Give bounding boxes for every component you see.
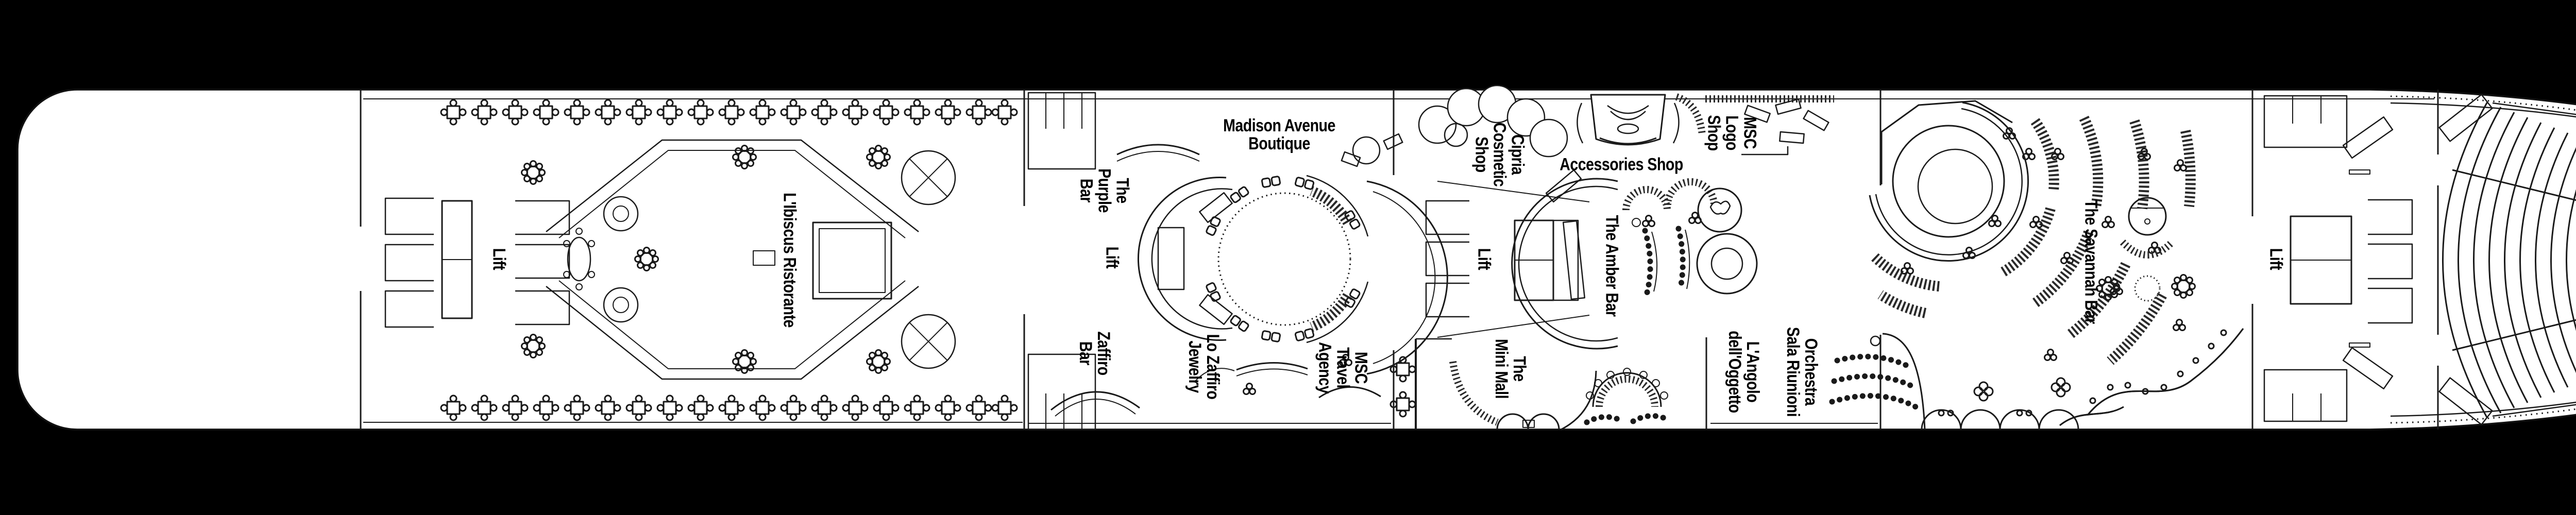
theatre-rows: [2442, 101, 2576, 419]
venue-label-zaffiro-bar: Zaffiro Bar: [1076, 331, 1114, 375]
atrium: [1194, 133, 1448, 399]
forward-lift-lobby: [2263, 95, 2413, 422]
venue-label-orchestra-sala-riunioni: Orchestra Sala Riunioni: [1783, 327, 1821, 417]
venue-label-lift-purple: Lift: [1102, 246, 1122, 269]
amber-zone: [1511, 93, 1834, 430]
venue-label-libiscus-ristorante: L'Ibiscus Ristorante: [779, 193, 800, 328]
cipria-midlobby-zone: [1389, 84, 1597, 431]
venue-label-madison-avenue-boutique: Madison Avenue Boutique: [1223, 115, 1335, 153]
ristorante-area: [440, 99, 1018, 421]
atrium-display-stands: [1206, 176, 1361, 342]
savannah-area: [1829, 100, 2244, 431]
aft-lift-lobby: [384, 197, 570, 328]
venue-label-the-purple-bar: The Purple Bar: [1076, 168, 1132, 213]
theatre-area: [2438, 94, 2576, 425]
purple-zaffiro-zone: [1027, 92, 1233, 431]
venue-label-the-mini-mall: The Mini Mall: [1492, 338, 1530, 399]
hull: [16, 89, 2576, 431]
venue-label-the-amber-bar: The Amber Bar: [1602, 215, 1622, 317]
venue-label-msc-travel-agency: MSC Travel Agency: [1315, 341, 1371, 394]
msc-logo-shop-fixtures: [1741, 98, 1829, 156]
venue-label-lift-mid: Lift: [1474, 248, 1494, 270]
venue-label-langolo-delloggetto: L'Angolo dell'Oggetto: [1725, 331, 1763, 413]
venue-label-the-savannah-bar: The Savannah Bar: [2081, 199, 2101, 324]
venue-label-msc-logo-shop: MSC Logo Shop: [1704, 115, 1760, 151]
venue-label-cipria-cosmetic-shop: Cipria Cosmetic Shop: [1471, 122, 1528, 187]
venue-label-lift-aft: Lift: [489, 248, 509, 270]
venue-label-lo-zaffiro-jewelry: Lo Zaffiro Jewelry: [1185, 334, 1223, 400]
venue-label-lift-forward: Lift: [2266, 248, 2286, 270]
transverse-walls: [360, 90, 2439, 430]
venue-label-accessories-shop: Accessories Shop: [1560, 154, 1683, 175]
